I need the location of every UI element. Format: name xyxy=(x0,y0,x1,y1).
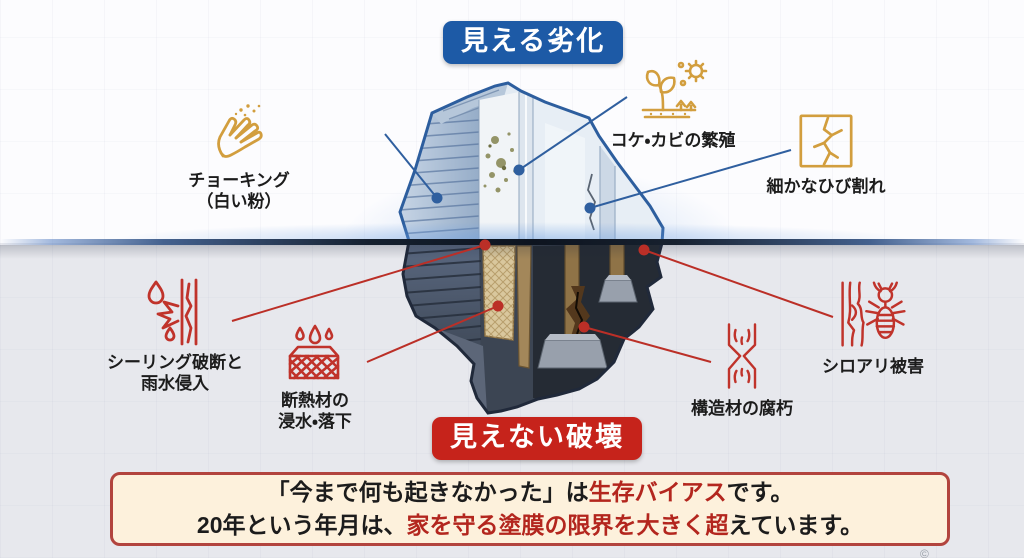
callout-termite: シロアリ被害 xyxy=(788,278,958,378)
callout-sealing: シーリング破断と 雨水侵入 xyxy=(90,276,260,394)
termite-icon xyxy=(841,281,906,347)
waterline-glow xyxy=(0,216,1024,240)
waterline xyxy=(0,239,1024,245)
moss-mold-icon xyxy=(641,59,708,119)
callout-insulation: 断熱材の 浸水・落下 xyxy=(230,320,400,432)
callout-structural: 構造材の腐朽 xyxy=(657,318,827,420)
crack-wall-icon xyxy=(799,114,853,168)
chalking-hand-icon xyxy=(217,104,263,158)
callout-label-moss: コケ・カビの繁殖 xyxy=(610,131,736,150)
visible-deterioration-badge: 見える劣化 xyxy=(443,21,624,64)
callout-moss: コケ・カビの繁殖 xyxy=(588,56,758,152)
banner-line-1: 「今まで何も起きなかった」は生存バイアスです。 xyxy=(266,479,794,505)
banner-line-2: 20年という年月は、家を守る塗膜の限界を大きく超えています。 xyxy=(196,512,864,538)
invisible-destruction-badge: 見えない破壊 xyxy=(432,417,642,460)
copyright-watermark: © xyxy=(920,547,929,558)
mold-spots xyxy=(483,132,517,193)
sealing-rupture-icon xyxy=(147,278,198,346)
callout-label-sealing: シーリング破断と 雨水侵入 xyxy=(107,353,243,393)
callout-chalking: チョーキング （白い粉） xyxy=(154,98,324,212)
callout-cracks: 細かなひび割れ xyxy=(741,110,911,198)
insulation-soak-icon xyxy=(288,324,340,380)
callout-label-termite: シロアリ被害 xyxy=(822,357,924,376)
structural-decay-icon xyxy=(727,323,757,389)
callout-label-structural: 構造材の腐朽 xyxy=(691,399,793,418)
waterline-shadow xyxy=(0,245,1024,259)
callout-label-cracks: 細かなひび割れ xyxy=(766,177,886,196)
callout-label-insulation: 断熱材の 浸水・落下 xyxy=(278,391,352,431)
callout-label-chalking: チョーキング （白い粉） xyxy=(188,171,290,211)
conclusion-banner: 「今まで何も起きなかった」は生存バイアスです。 20年という年月は、家を守る塗膜… xyxy=(110,472,950,546)
